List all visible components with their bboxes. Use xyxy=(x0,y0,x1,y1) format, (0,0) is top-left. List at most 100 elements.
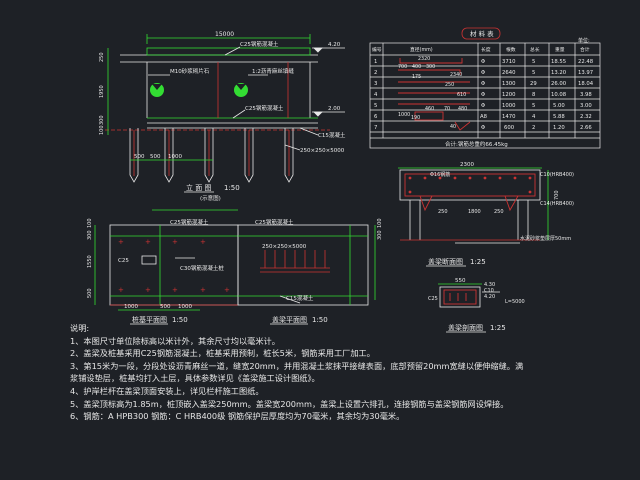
table-header-2: 长度 xyxy=(481,46,491,53)
front-title: 立 面 图 xyxy=(186,183,211,192)
table-row-0-weight: 22.48 xyxy=(578,59,594,65)
plan-left-dim-bottom-0: 1000 xyxy=(124,304,138,310)
table-row-4-weight: 3.00 xyxy=(580,103,592,109)
shape-label-8: 1000 xyxy=(398,112,410,118)
section-a-title: 盖梁断面图 xyxy=(428,257,463,266)
table-row-5-total: 5.88 xyxy=(553,114,565,120)
plan-right-rebar xyxy=(264,250,326,268)
front-label-m10: M10砂浆砌片石 xyxy=(170,67,210,75)
table-row-5-dia: A8 xyxy=(480,114,488,120)
table-row-1-dia: Φ xyxy=(481,70,485,76)
table-row-6-len: 600 xyxy=(504,125,515,131)
svg-text:+: + xyxy=(200,238,206,246)
section-a-label-right: C14(HRB400) xyxy=(540,201,574,207)
front-dim-bottom-1: 500 xyxy=(150,154,161,160)
section-b-label-r2: C10 xyxy=(484,288,494,294)
shape-label-1: 700 xyxy=(398,64,407,70)
rebar-shapes xyxy=(398,58,471,131)
hazard-icon-right xyxy=(234,83,248,97)
notes-line-5: 5、盖梁顶标高为1.85m，桩顶嵌入盖梁250mm。盖梁宽200mm，盖梁上设置… xyxy=(70,398,509,409)
table-row-0-dia: Φ xyxy=(481,59,485,65)
front-elev-mid: 2.00 xyxy=(328,106,341,112)
shape-label-11: 190 xyxy=(411,115,420,121)
front-label-pile: 250×250×5000 xyxy=(300,148,345,154)
table-row-3-len: 1200 xyxy=(502,92,516,98)
section-b-label-bottom: L=5000 xyxy=(505,299,525,305)
section-a-label-bottom: 水泥砂浆垫层厚50mm xyxy=(520,235,571,242)
section-b-dim-top: 550 xyxy=(455,278,466,284)
table-row-2-weight: 18.04 xyxy=(578,81,594,87)
table-row-0-no: 1 xyxy=(374,59,377,65)
shape-label-0: 2320 xyxy=(418,56,430,62)
plan-left-scale: 1:50 xyxy=(172,316,188,324)
table-row-2-len: 1300 xyxy=(502,81,516,87)
table-row-1-total: 13.20 xyxy=(551,70,567,76)
plan-left-piles: + + + + + + + + + xyxy=(118,238,230,294)
section-a-dim-c: 250 xyxy=(494,209,504,215)
shape-label-5: 175 xyxy=(412,74,421,80)
plan-left xyxy=(94,209,239,311)
table-row-4-len: 1000 xyxy=(502,103,516,109)
svg-text:+: + xyxy=(145,238,151,246)
section-a-dots xyxy=(408,176,532,194)
shape-label-13: 480 xyxy=(458,106,467,112)
front-dim-top: 15000 xyxy=(215,31,234,38)
section-a-dim-top: 2300 xyxy=(460,162,474,168)
table-header-5: 重量 xyxy=(555,46,565,53)
table-header-6: 合计 xyxy=(580,46,590,53)
table-row-0-cnt: 5 xyxy=(532,59,535,65)
plan-right-dim-right-0: 300 xyxy=(377,230,383,240)
table-row-2-dia: Φ xyxy=(481,81,485,87)
table-row-0-total: 18.55 xyxy=(551,59,566,65)
notes-line-1: 2、盖梁及桩基采用C25钢筋混凝土，桩基采用预制，桩长5米，钢筋采用工厂加工。 xyxy=(70,348,375,359)
table-row-1-cnt: 5 xyxy=(532,70,535,76)
section-a-dim-a: 250 xyxy=(438,209,448,215)
table-row-6-total: 1.20 xyxy=(553,125,565,131)
table-row-3-total: 10.08 xyxy=(551,92,567,98)
section-b-scale: 1:25 xyxy=(490,324,506,332)
section-a xyxy=(398,167,549,244)
plan-left-dim-left-0: 300 xyxy=(87,230,93,240)
table-row-1-len: 2640 xyxy=(502,70,516,76)
shape-label-6: 250 xyxy=(445,82,454,88)
plan-right-dim-right-1: 100 xyxy=(377,218,383,228)
table-row-3-no: 4 xyxy=(374,92,378,98)
notes-line-6: 6、钢筋：A HPB300 钢筋：C HRB400级 钢筋保护层厚度均为70毫米… xyxy=(70,411,405,422)
shape-label-10: 70 xyxy=(444,106,450,112)
shape-label-7: 610 xyxy=(457,92,466,98)
front-label-slope: 1:2沥青麻丝填缝 xyxy=(252,67,294,75)
table-row-4-total: 5.00 xyxy=(553,103,565,109)
plan-right-scale: 1:50 xyxy=(312,316,328,324)
plan-left-dim-left-1: 100 xyxy=(87,218,93,228)
svg-text:+: + xyxy=(118,286,124,294)
table-row-6-weight: 2.66 xyxy=(580,125,592,131)
notes-heading: 说明: xyxy=(70,323,90,333)
notes-line-2: 3、第15米为一段，分段处设沥青麻丝一道，缝宽20mm，并用混凝土浆抹平接缝表面… xyxy=(70,360,524,371)
plan-left-dim-left-2: 1550 xyxy=(87,255,93,268)
front-view xyxy=(105,34,345,183)
table-header-0: 编号 xyxy=(372,46,382,53)
svg-text:+: + xyxy=(172,286,178,294)
table-row-3-cnt: 8 xyxy=(532,92,536,98)
table-header-3: 根数 xyxy=(506,46,516,53)
shape-label-4: 2340 xyxy=(450,72,462,78)
table-row-3-weight: 3.98 xyxy=(580,92,592,98)
table-row-1-no: 2 xyxy=(374,70,377,76)
plan-left-title: 桩基平面图 xyxy=(132,315,167,324)
plan-left-label-c25-block: C25钢筋混凝土 xyxy=(170,218,209,226)
plan-right xyxy=(237,224,376,306)
table-title: 材 料 表 xyxy=(470,29,494,38)
table-header-4: 总长 xyxy=(530,46,540,53)
table-row-5-weight: 2.32 xyxy=(580,114,592,120)
svg-text:+: + xyxy=(118,238,124,246)
svg-text:+: + xyxy=(172,238,178,246)
hazard-icon-left xyxy=(150,83,164,97)
notes-line-4: 4、护岸栏杆在盖梁顶面安装上，详见栏杆施工图纸。 xyxy=(70,385,264,396)
table-row-2-no: 3 xyxy=(374,81,377,87)
front-dim-bottom-0: 500 xyxy=(134,154,145,160)
front-dim-left-2: 300 xyxy=(99,115,105,125)
front-dim-bottom-2: 1000 xyxy=(168,154,182,160)
table-rows: 1 Φ 3710 5 18.55 22.48 2 Φ 2640 5 13.20 … xyxy=(374,59,594,131)
